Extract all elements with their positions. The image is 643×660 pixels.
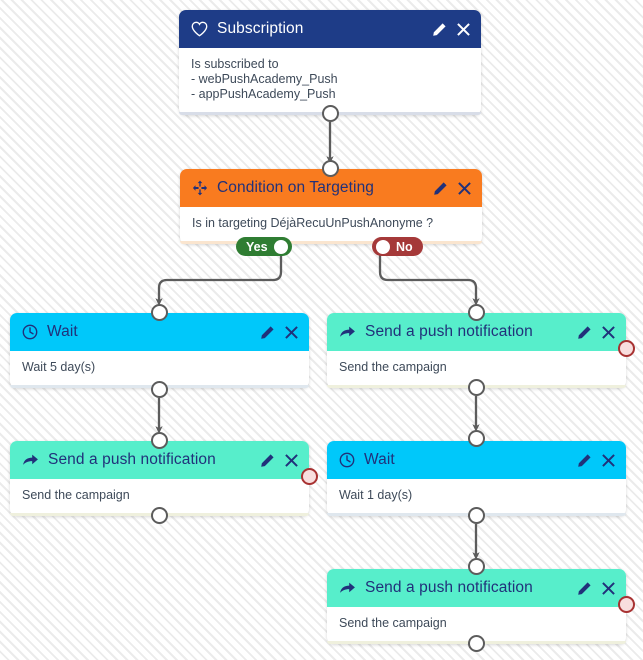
close-icon[interactable] — [601, 453, 616, 468]
edit-icon[interactable] — [432, 22, 447, 37]
arrow-forward-icon — [22, 453, 39, 468]
node-push-left-bottom-title: Send a push notification — [48, 451, 216, 468]
node-wait-right[interactable]: Wait Wait 1 day(s) — [327, 441, 626, 516]
node-wait-left[interactable]: Wait Wait 5 day(s) — [10, 313, 309, 388]
wire-yes-to-wait-left — [155, 254, 283, 306]
heart-icon — [191, 21, 208, 37]
status-error-dot[interactable] — [618, 340, 635, 357]
port-push-left-bottom-in[interactable] — [151, 432, 168, 449]
node-condition-header[interactable]: Condition on Targeting — [180, 169, 482, 207]
edit-icon[interactable] — [433, 181, 448, 196]
port-push-right-top-out[interactable] — [468, 379, 485, 396]
node-push-right-bottom-title: Send a push notification — [365, 579, 533, 596]
status-error-dot[interactable] — [618, 596, 635, 613]
close-icon[interactable] — [456, 22, 471, 37]
close-icon[interactable] — [284, 453, 299, 468]
edit-icon[interactable] — [577, 581, 592, 596]
node-condition-title: Condition on Targeting — [217, 179, 375, 196]
close-icon[interactable] — [601, 581, 616, 596]
subscription-line-1: - webPushAcademy_Push — [191, 72, 338, 86]
node-subscription-body: Is subscribed to - webPushAcademy_Push -… — [179, 48, 481, 112]
node-subscription-header[interactable]: Subscription — [179, 10, 481, 48]
edit-icon[interactable] — [577, 453, 592, 468]
port-subscription-out[interactable] — [322, 105, 339, 122]
port-condition-in[interactable] — [322, 160, 339, 177]
node-wait-left-actions[interactable] — [260, 325, 299, 340]
edit-icon[interactable] — [260, 325, 275, 340]
edit-icon[interactable] — [260, 453, 275, 468]
node-wait-left-title: Wait — [47, 323, 78, 340]
node-push-right-bottom-header[interactable]: Send a push notification — [327, 569, 626, 607]
node-wait-right-title: Wait — [364, 451, 395, 468]
port-wait-right-in[interactable] — [468, 430, 485, 447]
arrow-forward-icon — [339, 325, 356, 340]
clock-icon — [339, 452, 355, 468]
port-push-right-bottom-in[interactable] — [468, 558, 485, 575]
node-condition-accent — [180, 241, 482, 244]
port-push-right-top-in[interactable] — [468, 304, 485, 321]
node-wait-left-body: Wait 5 day(s) — [10, 351, 309, 385]
node-push-left-bottom[interactable]: Send a push notification Send the campai… — [10, 441, 309, 516]
move-crosshair-icon — [192, 180, 208, 196]
node-push-left-bottom-actions[interactable] — [260, 453, 299, 468]
port-push-right-bottom-out[interactable] — [468, 635, 485, 652]
clock-icon — [22, 324, 38, 340]
node-push-right-bottom[interactable]: Send a push notification Send the campai… — [327, 569, 626, 644]
branch-pill-yes-label: Yes — [246, 239, 268, 254]
port-wait-right-out[interactable] — [468, 507, 485, 524]
node-subscription-title: Subscription — [217, 20, 304, 37]
close-icon[interactable] — [457, 181, 472, 196]
port-yes-out[interactable] — [273, 239, 288, 254]
node-condition-body: Is in targeting DéjàRecuUnPushAnonyme ? — [180, 207, 482, 241]
edit-icon[interactable] — [577, 325, 592, 340]
status-error-dot[interactable] — [301, 468, 318, 485]
node-subscription[interactable]: Subscription Is subscribed to - webPushA… — [179, 10, 481, 115]
node-push-right-top[interactable]: Send a push notification Send the campai… — [327, 313, 626, 388]
branch-pill-no[interactable]: No — [372, 237, 423, 256]
node-condition-actions[interactable] — [433, 181, 472, 196]
subscription-line-2: - appPushAcademy_Push — [191, 87, 336, 101]
branch-pill-no-label: No — [396, 239, 413, 254]
port-no-out[interactable] — [376, 239, 390, 254]
branch-pill-yes[interactable]: Yes — [236, 237, 292, 256]
port-wait-left-out[interactable] — [151, 381, 168, 398]
close-icon[interactable] — [601, 325, 616, 340]
node-wait-right-header[interactable]: Wait — [327, 441, 626, 479]
node-condition[interactable]: Condition on Targeting Is in targeting D… — [180, 169, 482, 244]
node-subscription-actions[interactable] — [432, 22, 471, 37]
subscription-line-0: Is subscribed to — [191, 57, 279, 71]
wire-no-to-push-right-top — [378, 254, 480, 306]
node-wait-right-actions[interactable] — [577, 453, 616, 468]
node-push-right-bottom-actions[interactable] — [577, 581, 616, 596]
arrow-forward-icon — [339, 581, 356, 596]
node-push-right-top-title: Send a push notification — [365, 323, 533, 340]
close-icon[interactable] — [284, 325, 299, 340]
port-push-left-bottom-out[interactable] — [151, 507, 168, 524]
port-wait-left-in[interactable] — [151, 304, 168, 321]
node-push-right-top-actions[interactable] — [577, 325, 616, 340]
